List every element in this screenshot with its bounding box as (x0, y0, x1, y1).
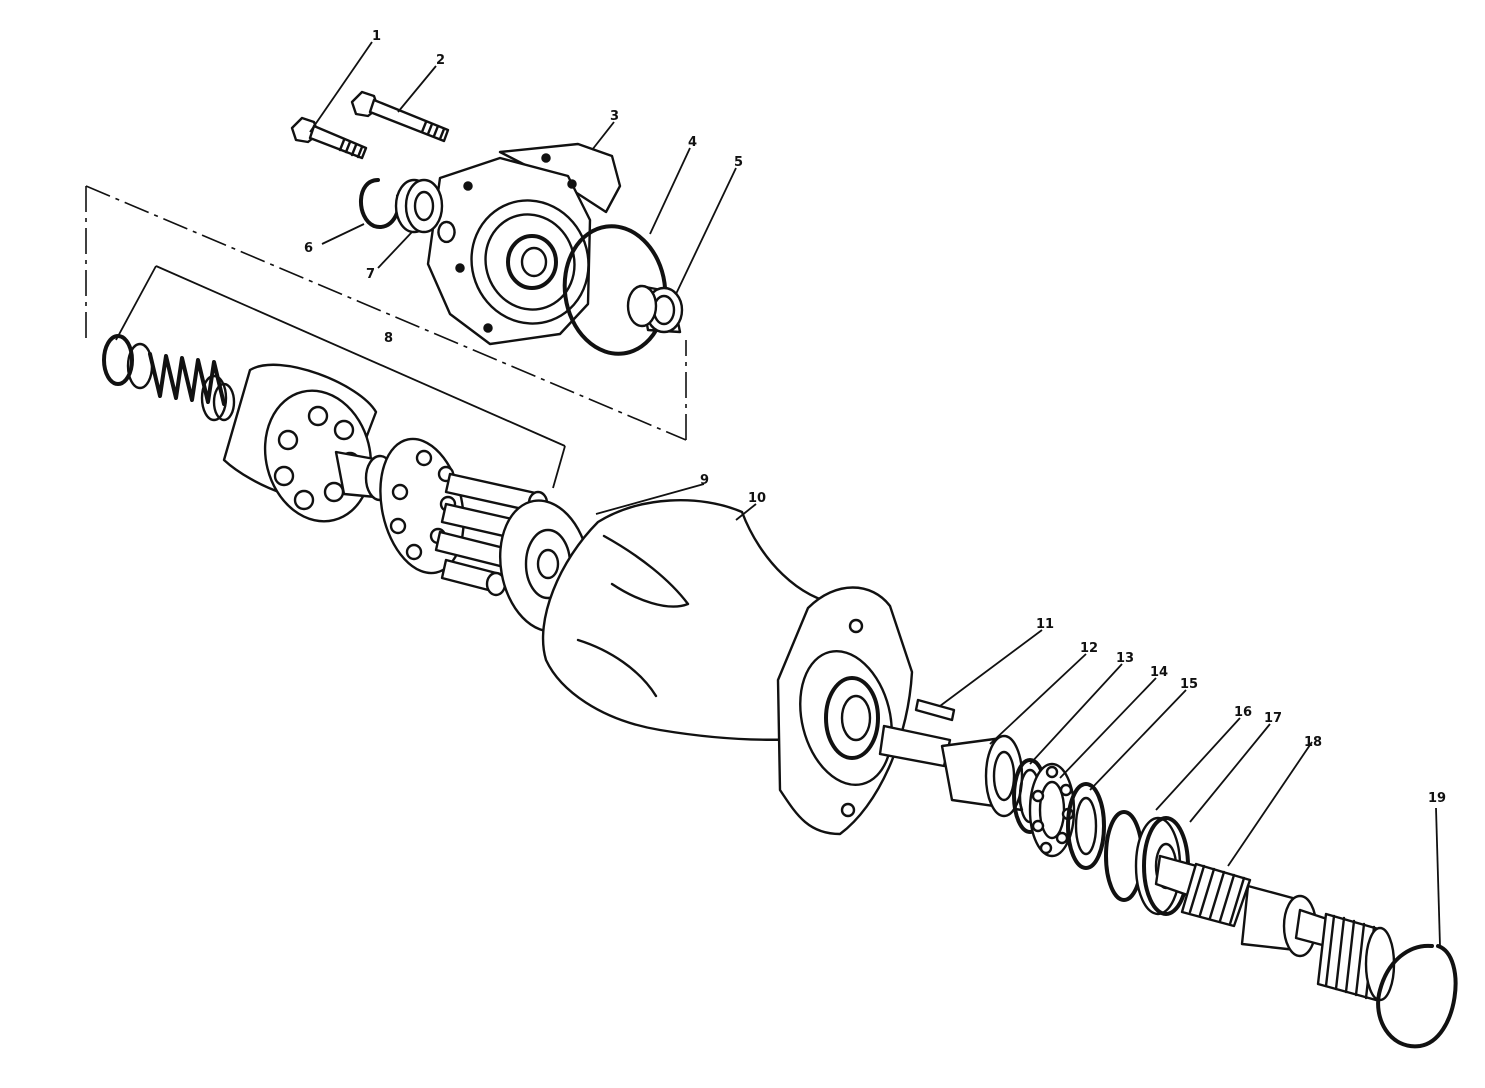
thrust-washer (1066, 782, 1106, 870)
snap-ring-large (1376, 943, 1458, 1049)
bushing-sleeve (626, 284, 684, 334)
callout-6: 6 (304, 241, 313, 256)
callout-12: 12 (1080, 641, 1098, 656)
callout-17: 17 (1264, 711, 1282, 726)
bolt-short (290, 116, 368, 160)
callout-19: 19 (1428, 791, 1446, 806)
callout-10: 10 (748, 491, 766, 506)
callout-13: 13 (1116, 651, 1134, 666)
callout-11: 11 (1036, 617, 1054, 632)
output-shaft (1154, 854, 1396, 1002)
callout-7: 7 (366, 267, 375, 282)
callout-8: 8 (384, 331, 393, 346)
drive-shaft-inner (878, 724, 952, 768)
shaft-seal (394, 178, 444, 234)
group-bracket-outer (85, 185, 687, 441)
leader-lines (309, 41, 1441, 947)
thrust-bearing (1028, 762, 1076, 858)
callout-1: 1 (372, 29, 381, 44)
shaft-key (914, 698, 956, 722)
callout-4: 4 (688, 135, 697, 150)
callout-14: 14 (1150, 665, 1168, 680)
callout-15: 15 (1180, 677, 1198, 692)
callout-16: 16 (1234, 705, 1252, 720)
end-cap-housing (426, 142, 622, 346)
bearing-sleeve (940, 734, 1024, 818)
callout-18: 18 (1304, 735, 1322, 750)
callout-labels: 1 2 3 4 5 6 7 8 9 10 11 12 13 14 15 16 1… (304, 29, 1446, 806)
callout-9: 9 (700, 473, 709, 488)
bolt-long (350, 90, 450, 143)
snap-ring-small (359, 178, 401, 229)
main-housing (541, 499, 914, 836)
callout-2: 2 (436, 53, 445, 68)
o-ring-large (562, 224, 668, 356)
callout-5: 5 (734, 155, 743, 170)
rotating-group (102, 334, 549, 597)
group-bracket-inner (115, 265, 566, 489)
callout-3: 3 (610, 109, 619, 124)
